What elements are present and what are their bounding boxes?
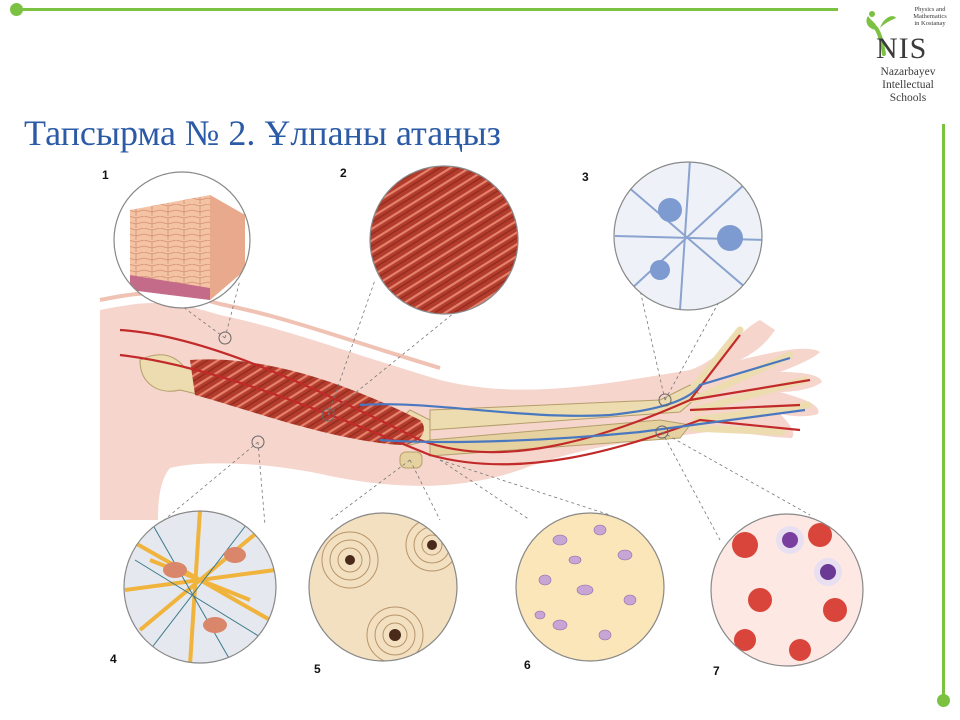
figure-label-6: 6 bbox=[524, 658, 531, 672]
biceps-muscle bbox=[190, 359, 424, 445]
callout-markers bbox=[218, 331, 672, 449]
right-frame-line bbox=[942, 124, 945, 700]
figure-label-1: 1 bbox=[102, 168, 109, 182]
right-frame-dot bbox=[937, 694, 950, 707]
logo-small-line-3: in Kostanay bbox=[914, 20, 946, 27]
callout-lines bbox=[139, 279, 811, 541]
tissue-circle-2 bbox=[369, 165, 519, 315]
figure-label-3: 3 bbox=[582, 170, 589, 184]
logo-line-1: Nazarbayev bbox=[880, 66, 936, 78]
figure-label-5: 5 bbox=[314, 662, 321, 676]
logo-line-3: Schools bbox=[889, 92, 927, 104]
tissue-circle-7 bbox=[710, 513, 864, 667]
tissue-circle-1 bbox=[113, 171, 251, 309]
tissue-circle-6 bbox=[515, 512, 665, 662]
sprout-logo-icon bbox=[866, 11, 896, 56]
slide-title: Тапсырма № 2. Ұлпаны атаңыз bbox=[24, 113, 501, 153]
figure-label-7: 7 bbox=[713, 664, 720, 678]
logo-small-line-1: Physics and bbox=[914, 6, 946, 13]
top-frame-line bbox=[16, 8, 838, 11]
tissue-circle-3 bbox=[613, 161, 763, 311]
tissue-circle-4 bbox=[123, 510, 277, 664]
logo-wordmark: NIS bbox=[876, 32, 928, 65]
logo-small-line-2: Mathematics bbox=[913, 13, 947, 20]
top-frame-dot bbox=[10, 3, 23, 16]
logo-line-2: Intellectual bbox=[882, 79, 934, 91]
tissue-circle-5 bbox=[308, 512, 458, 662]
nis-logo: Physics and Mathematics in Kostanay NIS … bbox=[848, 4, 948, 108]
blood-vessels bbox=[119, 328, 811, 466]
figure-label-4: 4 bbox=[110, 652, 117, 666]
figure-label-2: 2 bbox=[340, 166, 347, 180]
